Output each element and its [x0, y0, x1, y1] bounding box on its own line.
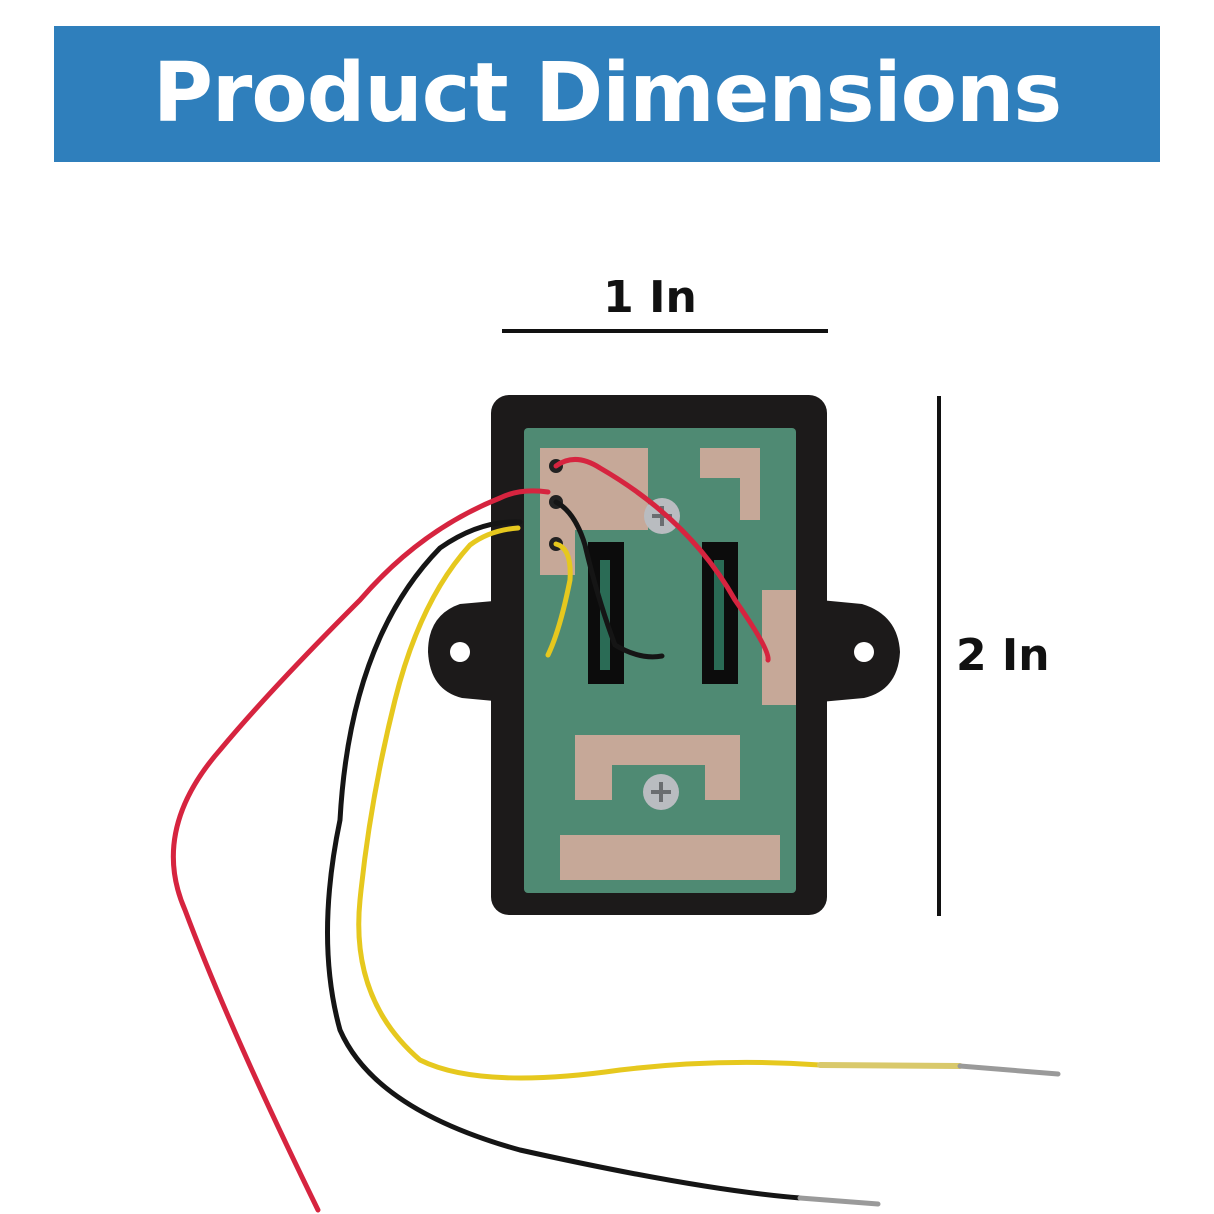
mount-hole-right: [854, 642, 874, 662]
height-dimension-line: [937, 396, 941, 916]
mount-hole-left: [450, 642, 470, 662]
wires: [170, 457, 1061, 1213]
wire-tip-black: [797, 1195, 881, 1207]
width-dimension-label: 1 In: [603, 272, 697, 323]
wire-end-yellow: [817, 1062, 963, 1069]
title-banner: Product Dimensions: [54, 26, 1160, 162]
screw-bottom: [643, 774, 679, 810]
circuit-board: [524, 428, 796, 893]
height-dimension-label: 2 In: [956, 630, 1050, 681]
wire-red: [170, 457, 771, 1213]
page-title: Product Dimensions: [152, 46, 1062, 141]
width-dimension-line: [502, 329, 828, 333]
wire-black: [325, 499, 803, 1201]
wire-yellow: [356, 525, 823, 1081]
wire-tip-yellow: [957, 1063, 1061, 1077]
